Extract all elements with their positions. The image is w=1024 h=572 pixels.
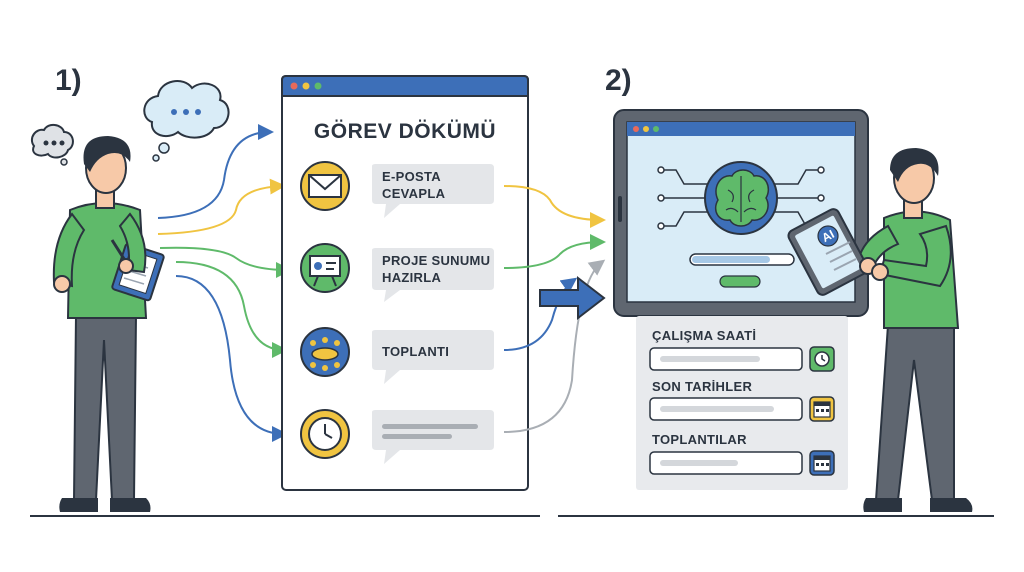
placeholder-lines — [382, 424, 478, 439]
task-label-meeting: TOPLANTI — [382, 344, 450, 359]
clock-icon — [300, 409, 350, 459]
calendar-icon — [809, 450, 835, 476]
step-label-1: 1) — [55, 64, 82, 97]
task-label-presentation: PROJE SUNUMU HAZIRLA — [382, 253, 491, 285]
envelope-icon — [300, 161, 350, 211]
info-panel — [636, 316, 848, 490]
person-with-notepad — [52, 136, 165, 512]
task-label-email: E-POSTA CEVAPLA — [382, 169, 446, 201]
field-label-deadlines: SON TARİHLER — [652, 379, 753, 394]
ai-tablet-icon — [787, 208, 869, 296]
thought-bubble-large — [143, 80, 230, 162]
presentation-board-icon — [300, 243, 350, 293]
output-arrows — [503, 185, 606, 433]
thought-bubble-small — [30, 124, 74, 166]
clock-icon — [809, 346, 835, 372]
brain-chip-icon — [704, 161, 778, 235]
step-label-2: 2) — [605, 64, 632, 97]
person-with-tablet — [787, 148, 973, 512]
document-title: GÖREV DÖKÜMÜ — [313, 120, 497, 143]
field-label-meetings: TOPLANTILAR — [652, 432, 747, 447]
calendar-icon — [809, 396, 835, 422]
input-arrows — [157, 124, 292, 442]
big-arrow-icon — [539, 275, 606, 321]
confirm-pill — [719, 275, 761, 288]
meeting-table-icon — [300, 327, 350, 377]
field-label-working-hours: ÇALIŞMA SAATİ — [652, 328, 757, 343]
tablet-device — [613, 109, 869, 317]
